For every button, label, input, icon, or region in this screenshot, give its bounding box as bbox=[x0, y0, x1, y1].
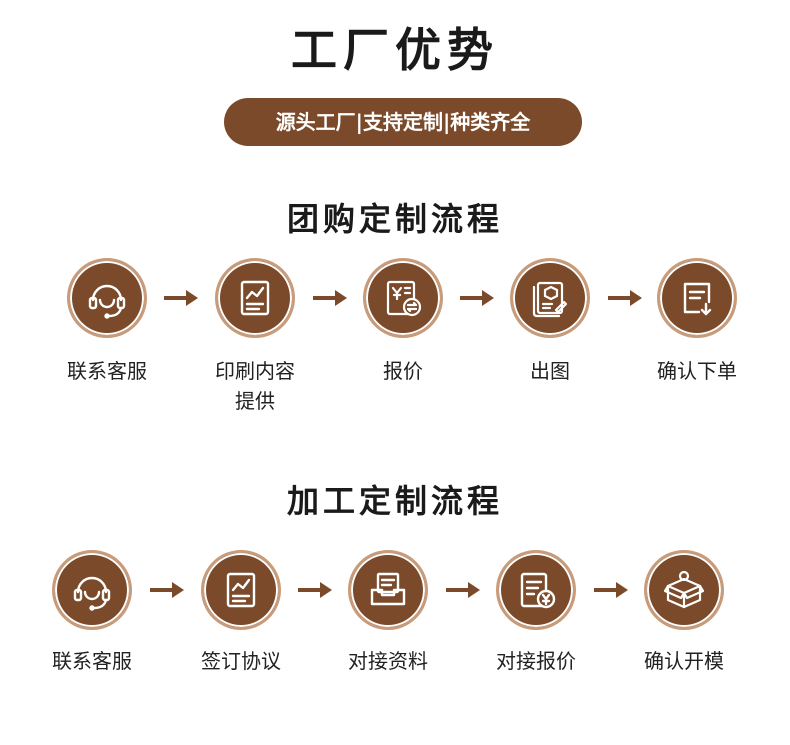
group-flow-title: 团购定制流程 bbox=[286, 200, 503, 238]
arrow-icon bbox=[608, 290, 642, 306]
arrow-icon bbox=[594, 582, 628, 598]
arrow-icon bbox=[460, 290, 494, 306]
customer-service-icon bbox=[67, 258, 147, 338]
step-label: 印刷内容 提供 bbox=[215, 359, 295, 413]
step-label: 联系客服 bbox=[52, 649, 132, 673]
price-calculator-icon bbox=[363, 258, 443, 338]
arrow-icon bbox=[150, 582, 184, 598]
agreement-icon bbox=[201, 550, 281, 630]
arrow-icon bbox=[446, 582, 480, 598]
step-label: 签订协议 bbox=[201, 649, 281, 673]
customer-service-icon bbox=[52, 550, 132, 630]
step-label: 对接资料 bbox=[348, 649, 428, 673]
step-label: 确认下单 bbox=[657, 359, 737, 383]
step-label: 对接报价 bbox=[496, 649, 576, 673]
file-tray-icon bbox=[348, 550, 428, 630]
process-flow-title: 加工定制流程 bbox=[286, 482, 503, 520]
quote-document-icon bbox=[496, 550, 576, 630]
step-label: 报价 bbox=[383, 359, 423, 383]
design-drawing-icon bbox=[510, 258, 590, 338]
page-title: 工厂优势 bbox=[291, 23, 499, 77]
mold-box-icon bbox=[644, 550, 724, 630]
advantage-banner: 源头工厂|支持定制|种类齐全 bbox=[224, 98, 582, 146]
document-chart-icon bbox=[215, 258, 295, 338]
step-label: 确认开模 bbox=[644, 649, 724, 673]
arrow-icon bbox=[313, 290, 347, 306]
arrow-icon bbox=[164, 290, 198, 306]
step-label: 联系客服 bbox=[67, 359, 147, 383]
step-label: 出图 bbox=[530, 359, 570, 383]
arrow-icon bbox=[298, 582, 332, 598]
order-confirm-icon bbox=[657, 258, 737, 338]
